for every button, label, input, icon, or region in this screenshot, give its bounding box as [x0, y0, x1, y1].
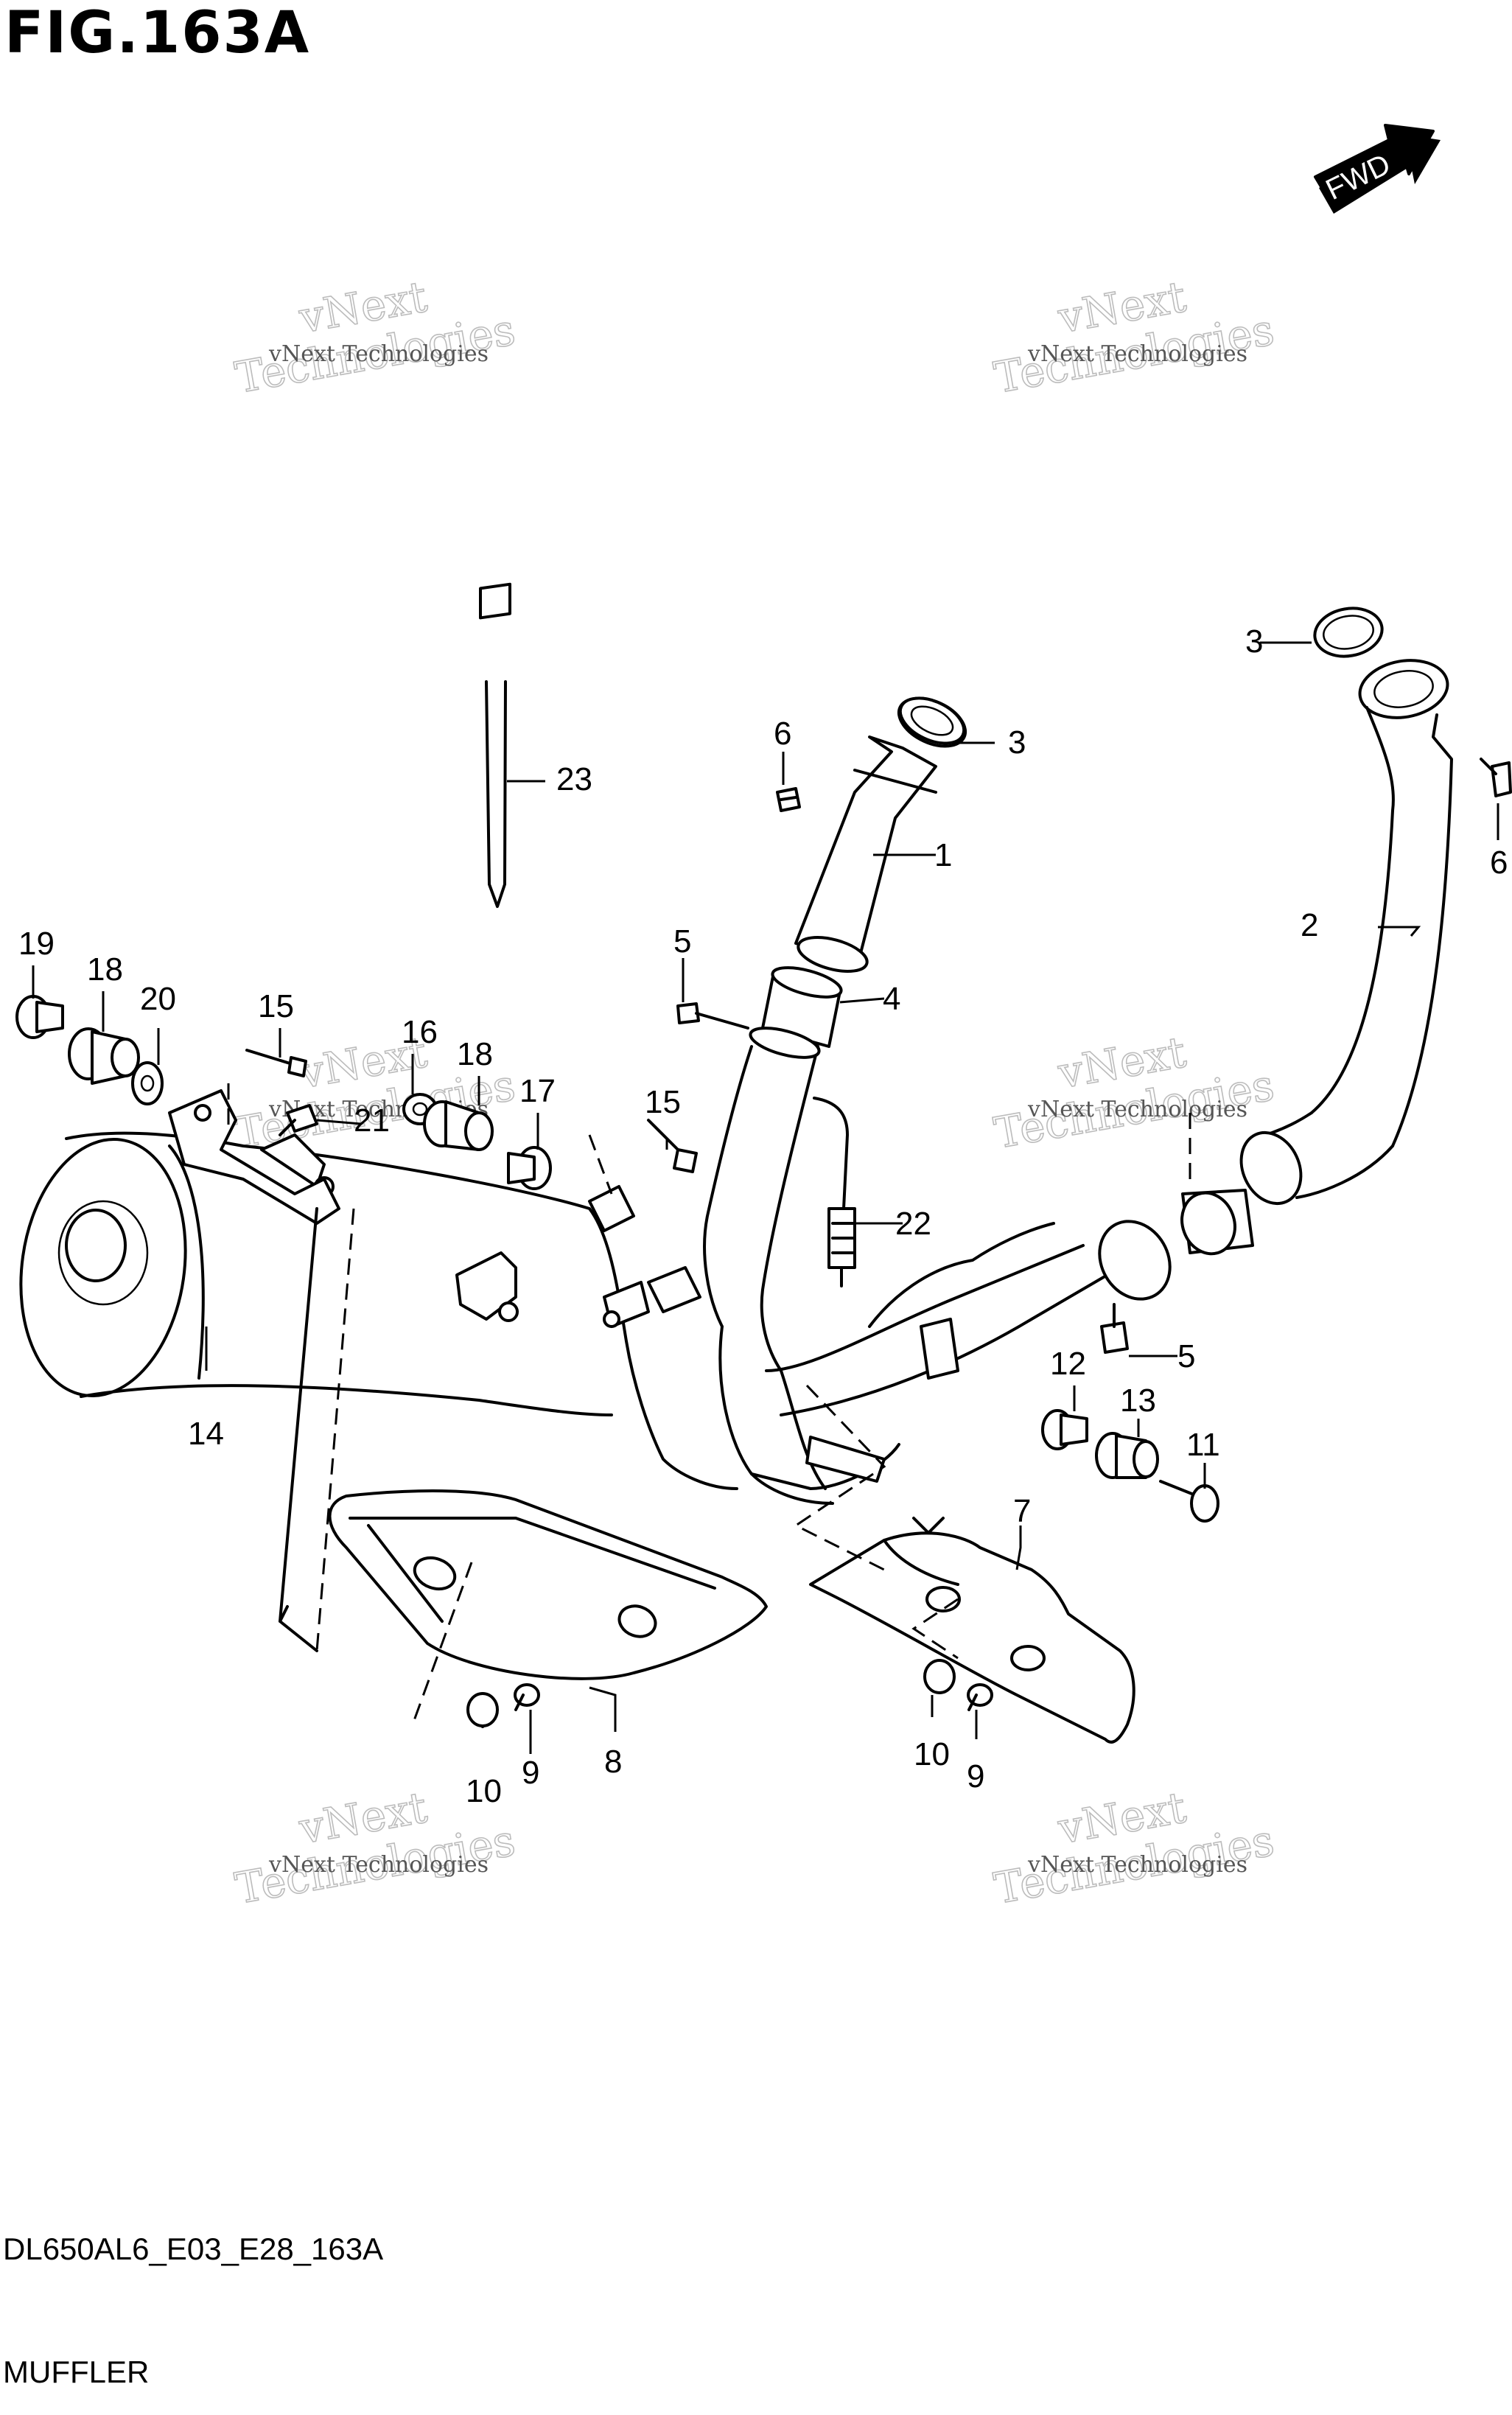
- connector-part-4: [761, 966, 843, 1048]
- washer-part-20: [131, 1061, 164, 1105]
- bushing-part-18: [68, 1027, 140, 1085]
- callout-15: 15: [258, 988, 294, 1024]
- muffler-part-14: [19, 1131, 738, 1490]
- callout-6: 6: [1490, 845, 1508, 881]
- clip-part-21: [279, 1104, 318, 1136]
- connector-part-4-rear: [1180, 1189, 1254, 1256]
- alignment-lines: [227, 1083, 1191, 1725]
- callout-13: 13: [1120, 1383, 1156, 1419]
- bolt-part-15-center: [647, 1119, 698, 1173]
- bolt-part-6: [776, 758, 1512, 812]
- figure-title: FIG.163A: [4, 0, 311, 66]
- heat-shield-part-8: [328, 1489, 768, 1680]
- hardware-group: [15, 995, 1219, 1727]
- callout-17: 17: [519, 1073, 556, 1109]
- callout-5: 5: [1177, 1338, 1195, 1374]
- callout-5: 5: [673, 923, 691, 960]
- callout-3: 3: [1008, 724, 1026, 761]
- watermark: vNext Technologies vNext Technologies: [990, 1781, 1278, 1914]
- callout-20: 20: [140, 981, 176, 1017]
- callout-23: 23: [556, 761, 592, 797]
- callout-3: 3: [1245, 623, 1263, 660]
- callout-12: 12: [1050, 1346, 1086, 1382]
- watermark: vNext Technologies vNext Technologies: [990, 1026, 1278, 1158]
- gasket-part-3: [898, 607, 1384, 745]
- bolt-part-11: [1159, 1480, 1219, 1523]
- bolt-part-17: [507, 1146, 552, 1190]
- callout-9: 9: [967, 1758, 984, 1794]
- bushing-part-13: [1095, 1432, 1159, 1479]
- bolt-part-15: [245, 1049, 307, 1077]
- exhaust-header-assembly: [703, 1027, 1172, 1505]
- callout-21: 21: [354, 1102, 390, 1139]
- callout-labels: 1 2 3 3 4 5 5 6 6 7 8 9 9 10 10 11 12 13…: [18, 623, 1508, 1809]
- oxygen-sensor-part-22: [813, 1097, 856, 1287]
- watermark: vNext Technologies vNext Technologies: [231, 270, 519, 403]
- screw-part-9: [514, 1683, 993, 1711]
- callout-2: 2: [1301, 907, 1318, 943]
- callout-22: 22: [895, 1206, 931, 1242]
- watermark: vNext Technologies vNext Technologies: [990, 270, 1278, 403]
- heat-shield-part-7: [809, 1517, 1135, 1744]
- bolt-part-5: [676, 1002, 1129, 1354]
- nut-part-10: [466, 1659, 956, 1727]
- watermark-small: vNext Technologies: [268, 341, 489, 367]
- watermark-small: vNext Technologies: [1027, 341, 1247, 367]
- bolt-part-19: [15, 995, 64, 1039]
- callout-16: 16: [402, 1014, 438, 1050]
- cable-tie-part-23: [479, 582, 511, 908]
- callout-7: 7: [1013, 1493, 1031, 1529]
- callout-10: 10: [914, 1736, 950, 1772]
- leader-lines: [32, 641, 1499, 1754]
- section-name: MUFFLER: [3, 2355, 150, 2389]
- fwd-arrow-icon: FWD: [1314, 124, 1441, 214]
- muffler-bracket: [168, 1089, 340, 1225]
- callout-10: 10: [466, 1773, 502, 1809]
- callout-4: 4: [883, 981, 900, 1017]
- callout-15: 15: [645, 1084, 681, 1120]
- watermark-small: vNext Technologies: [1027, 1097, 1247, 1122]
- model-code: DL650AL6_E03_E28_163A: [3, 2231, 384, 2266]
- watermark-small: vNext Technologies: [1027, 1852, 1247, 1878]
- callout-6: 6: [774, 716, 791, 752]
- bolt-part-12: [1041, 1409, 1088, 1450]
- watermark-small: vNext Technologies: [268, 1852, 489, 1878]
- callout-18: 18: [457, 1036, 493, 1072]
- callout-1: 1: [934, 837, 952, 873]
- callout-19: 19: [18, 926, 55, 962]
- bushing-part-18-center: [423, 1100, 494, 1151]
- exhaust-pipe-part-2: [1239, 659, 1453, 1206]
- callout-8: 8: [604, 1744, 622, 1780]
- callout-14: 14: [188, 1416, 224, 1452]
- callout-18: 18: [87, 951, 123, 988]
- callout-11: 11: [1186, 1427, 1220, 1463]
- callout-9: 9: [522, 1755, 539, 1791]
